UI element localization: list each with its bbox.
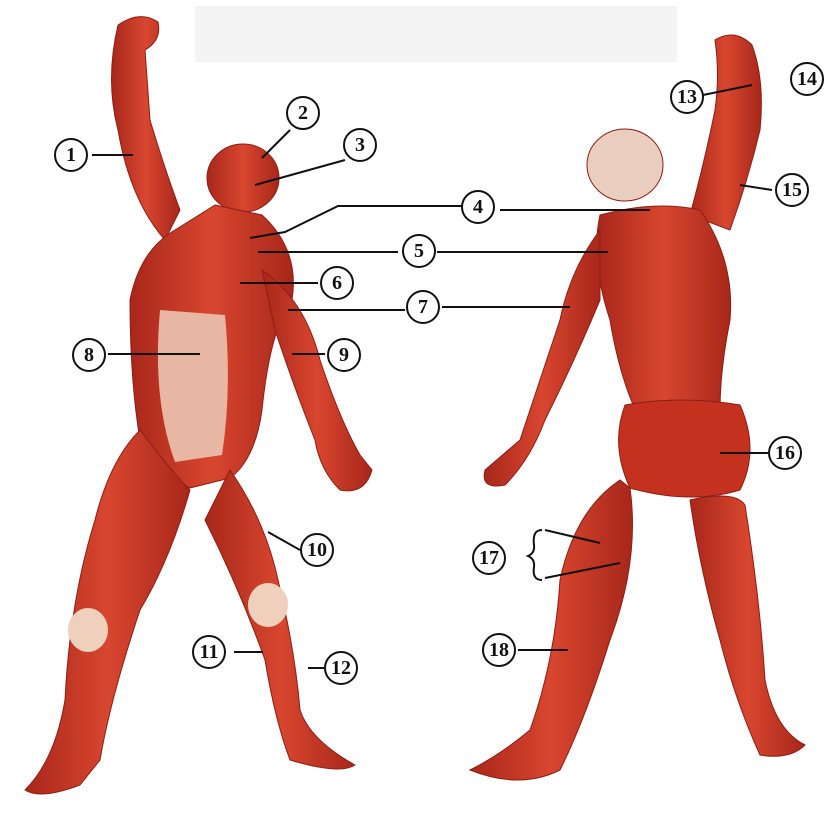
front-knee-left [68,608,108,652]
back-left-leg [470,480,633,780]
label-7: 7 [406,290,440,324]
label-17: 17 [472,541,506,575]
front-left-leg [25,430,190,794]
label-16: 16 [768,436,802,470]
front-lowered-arm [262,270,372,491]
label-1: 1 [54,138,88,172]
label-4: 4 [461,190,495,224]
label-14: 14 [790,62,824,96]
back-head [587,129,663,201]
label-11: 11 [192,635,226,669]
label-12: 12 [324,651,358,685]
label-3: 3 [343,128,377,162]
label-6: 6 [320,266,354,300]
front-head [207,144,279,212]
front-abdomen [158,310,228,462]
front-knee-right [248,583,288,627]
front-figure [25,17,372,794]
front-raised-arm [112,17,181,240]
label-2: 2 [286,96,320,130]
back-raised-arm [690,35,761,230]
back-lowered-arm [484,230,600,486]
back-gluteals [619,400,750,497]
back-figure [470,35,805,780]
back-right-leg [690,496,805,756]
label-8: 8 [72,338,106,372]
back-torso [597,206,731,421]
label-5: 5 [402,234,436,268]
label-15: 15 [775,173,809,207]
label-18: 18 [482,633,516,667]
label-9: 9 [327,338,361,372]
label-10: 10 [300,533,334,567]
label-13: 13 [670,80,704,114]
